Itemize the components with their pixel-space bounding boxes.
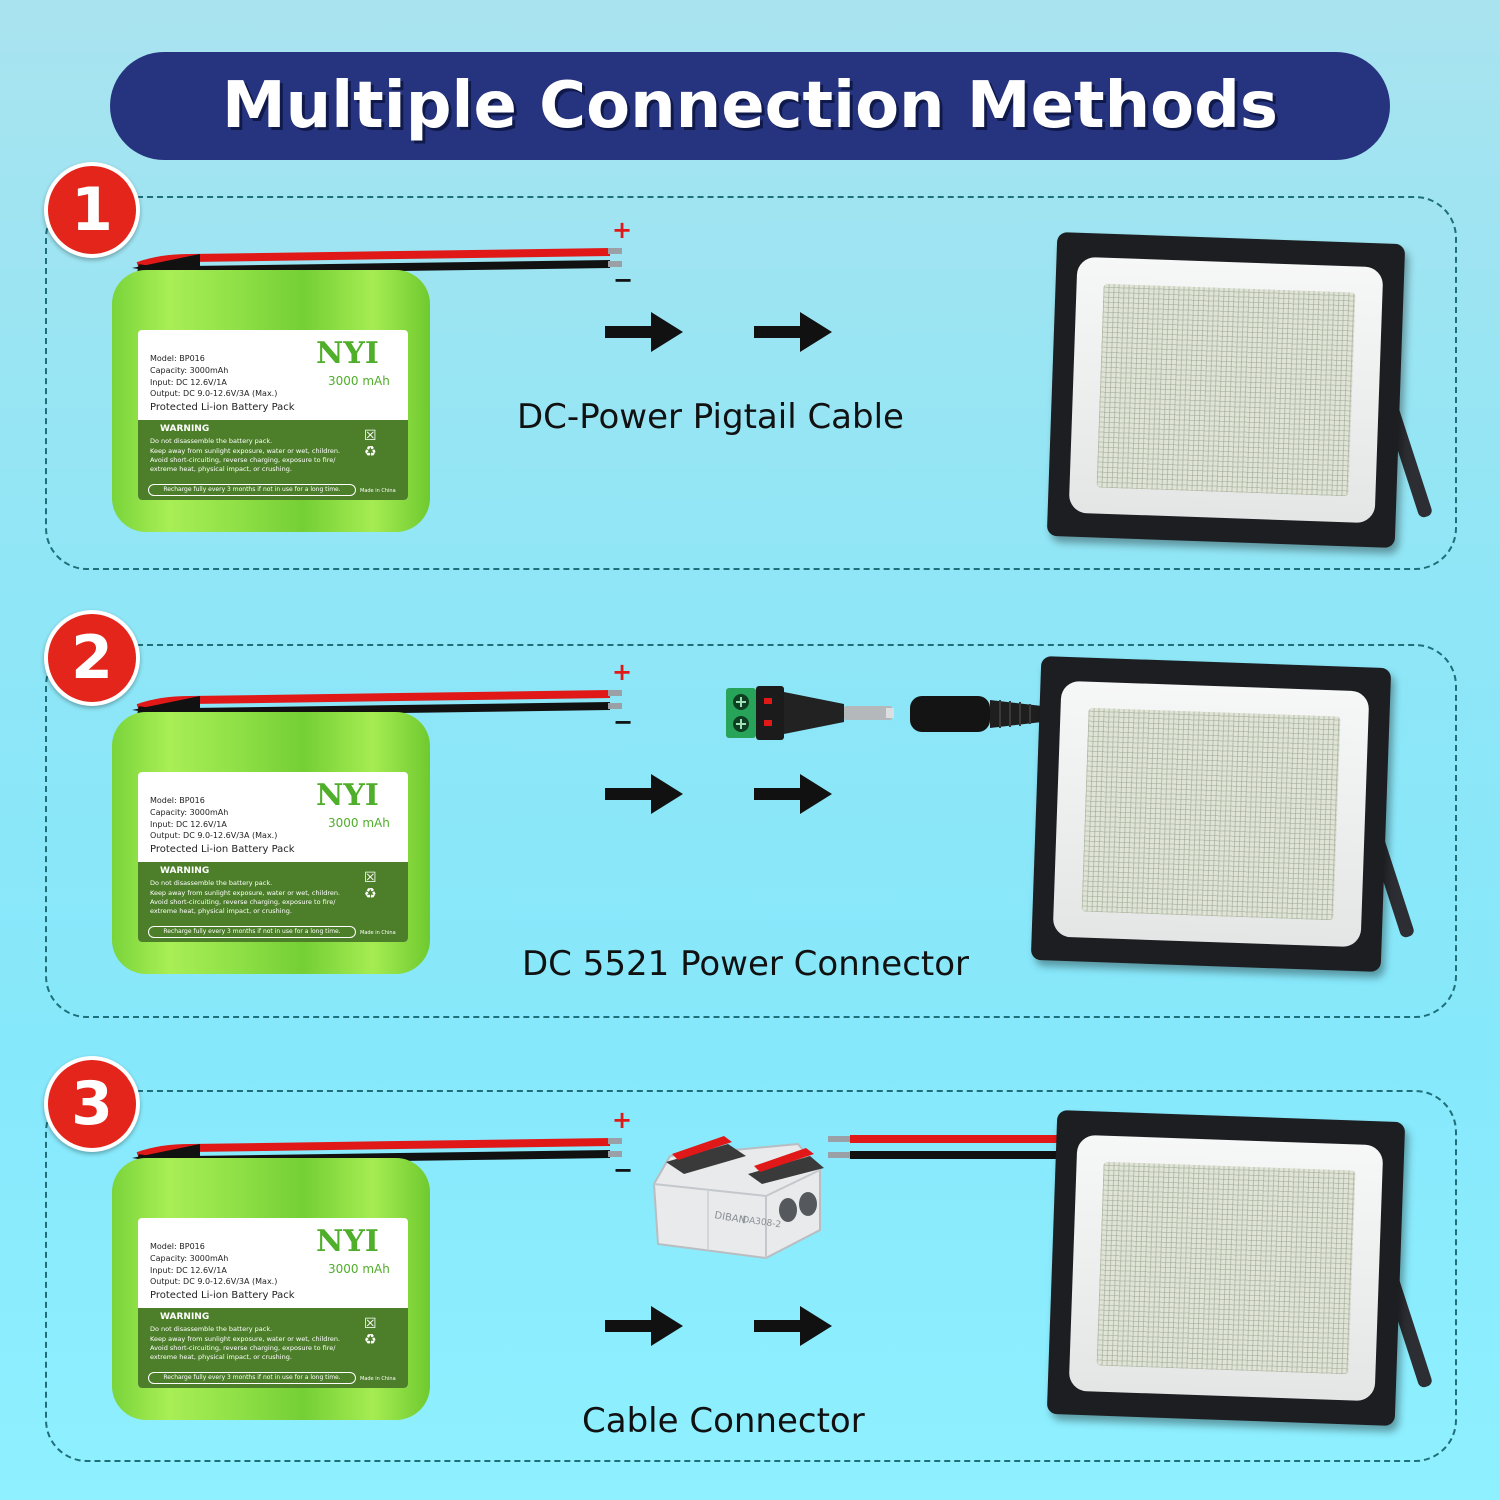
made-in: Made in China	[360, 488, 396, 494]
battery-type: Protected Li-ion Battery Pack	[150, 402, 295, 413]
recharge-note: Recharge fully every 3 months if not in …	[148, 1372, 356, 1384]
battery-output: Output: DC 9.0-12.6V/3A (Max.)	[150, 389, 278, 398]
battery-capacity: Capacity: 3000mAh	[150, 1254, 229, 1263]
floodlight-wires	[828, 1135, 1078, 1159]
battery-model: Model: BP016	[150, 1242, 205, 1251]
battery-output: Output: DC 9.0-12.6V/3A (Max.)	[150, 1277, 278, 1286]
made-in: Made in China	[360, 1376, 396, 1382]
warning-line: Avoid short-circuiting, reverse charging…	[150, 898, 336, 906]
warning-line: Keep away from sunlight exposure, water …	[150, 1335, 341, 1343]
battery-capacity: Capacity: 3000mAh	[150, 808, 229, 817]
dc-female-plug	[910, 696, 1052, 732]
right-arrow-icon	[754, 312, 832, 352]
battery-label: Model: BP016 Capacity: 3000mAh Input: DC…	[138, 1218, 408, 1388]
warning-line: Do not disassemble the battery pack.	[150, 879, 273, 887]
warning-line: Do not disassemble the battery pack.	[150, 437, 273, 445]
warning-line: extreme heat, physical impact, or crushi…	[150, 465, 292, 473]
recharge-note: Recharge fully every 3 months if not in …	[148, 484, 356, 496]
right-arrow-icon	[754, 774, 832, 814]
warning-title: WARNING	[160, 1312, 210, 1322]
battery-capacity: Capacity: 3000mAh	[150, 366, 229, 375]
led-floodlight	[1030, 655, 1392, 973]
method-3-plus: +	[612, 1106, 633, 1134]
warning-line: Avoid short-circuiting, reverse charging…	[150, 456, 336, 464]
page-title: Multiple Connection Methods	[221, 69, 1279, 143]
capacity-badge: 3000 mAh	[328, 816, 390, 830]
warning-box: WARNING Do not disassemble the battery p…	[138, 420, 408, 500]
method-3-minus: −	[613, 1156, 634, 1184]
warning-line: Do not disassemble the battery pack.	[150, 1325, 273, 1333]
method-3-badge: 3	[44, 1056, 140, 1152]
warning-title: WARNING	[160, 424, 210, 434]
method-2-panel	[45, 644, 1457, 1018]
brand-logo: NYI	[316, 778, 379, 813]
battery-input: Input: DC 12.6V/1A	[150, 820, 227, 829]
battery-input: Input: DC 12.6V/1A	[150, 1266, 227, 1275]
recycle-icon: ☒♻	[364, 428, 377, 460]
method-2-label: DC 5521 Power Connector	[522, 944, 970, 984]
battery-model: Model: BP016	[150, 796, 205, 805]
battery-label: Model: BP016 Capacity: 3000mAh Input: DC…	[138, 330, 408, 500]
capacity-badge: 3000 mAh	[328, 374, 390, 388]
brand-logo: NYI	[316, 1224, 379, 1259]
warning-line: Keep away from sunlight exposure, water …	[150, 447, 341, 455]
battery-pack: Model: BP016 Capacity: 3000mAh Input: DC…	[112, 1158, 430, 1420]
method-1-label: DC-Power Pigtail Cable	[517, 397, 904, 437]
right-arrow-icon	[605, 774, 683, 814]
connector-brand-text: DIBAN	[713, 1210, 746, 1226]
battery-model: Model: BP016	[150, 354, 205, 363]
title-banner: Multiple Connection Methods	[110, 52, 1390, 160]
method-2-minus: −	[613, 708, 634, 736]
right-arrow-icon	[605, 312, 683, 352]
recycle-icon: ☒♻	[364, 870, 377, 902]
led-floodlight	[1046, 232, 1406, 548]
recycle-icon: ☒♻	[364, 1316, 377, 1348]
made-in: Made in China	[360, 930, 396, 936]
warning-box: WARNING Do not disassemble the battery p…	[138, 1308, 408, 1388]
battery-type: Protected Li-ion Battery Pack	[150, 844, 295, 855]
lever-cable-connector: DIBAN DA308-2	[652, 1136, 824, 1260]
method-3-panel	[45, 1090, 1457, 1462]
right-arrow-icon	[605, 1306, 683, 1346]
battery-pack: Model: BP016 Capacity: 3000mAh Input: DC…	[112, 270, 430, 532]
method-1-panel	[45, 196, 1457, 570]
method-1-minus: −	[613, 266, 634, 294]
warning-title: WARNING	[160, 866, 210, 876]
warning-box: WARNING Do not disassemble the battery p…	[138, 862, 408, 942]
warning-line: Avoid short-circuiting, reverse charging…	[150, 1344, 336, 1352]
warning-line: Keep away from sunlight exposure, water …	[150, 889, 341, 897]
method-2-plus: +	[612, 658, 633, 686]
dc-male-adapter	[726, 686, 894, 740]
right-arrow-icon	[754, 1306, 832, 1346]
brand-logo: NYI	[316, 336, 379, 371]
capacity-badge: 3000 mAh	[328, 1262, 390, 1276]
battery-input: Input: DC 12.6V/1A	[150, 378, 227, 387]
warning-line: extreme heat, physical impact, or crushi…	[150, 1353, 292, 1361]
battery-type: Protected Li-ion Battery Pack	[150, 1290, 295, 1301]
battery-output: Output: DC 9.0-12.6V/3A (Max.)	[150, 831, 278, 840]
method-1-badge: 1	[44, 162, 140, 258]
method-2-badge: 2	[44, 610, 140, 706]
battery-pack: Model: BP016 Capacity: 3000mAh Input: DC…	[112, 712, 430, 974]
led-floodlight	[1046, 1110, 1406, 1426]
method-3-label: Cable Connector	[582, 1401, 865, 1441]
warning-line: extreme heat, physical impact, or crushi…	[150, 907, 292, 915]
method-1-plus: +	[612, 216, 633, 244]
recharge-note: Recharge fully every 3 months if not in …	[148, 926, 356, 938]
battery-label: Model: BP016 Capacity: 3000mAh Input: DC…	[138, 772, 408, 942]
